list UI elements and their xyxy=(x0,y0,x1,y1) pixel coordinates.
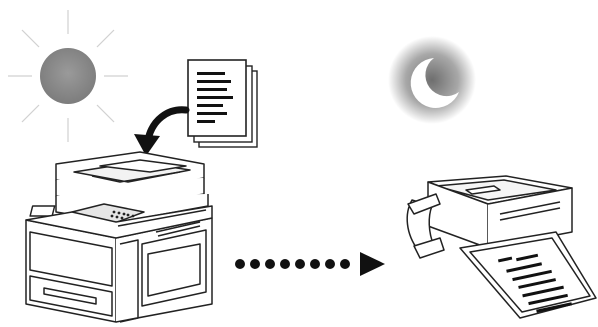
dotted-arrow-icon xyxy=(235,252,385,276)
moon-icon xyxy=(388,36,476,124)
fax-machine-icon xyxy=(407,176,596,318)
transmission-dot xyxy=(310,259,320,269)
transmission-dot xyxy=(280,259,290,269)
transmission-dot xyxy=(340,259,350,269)
arrow-head xyxy=(360,252,385,276)
sun-icon xyxy=(8,10,128,142)
transmission-dot xyxy=(325,259,335,269)
transmission-dot xyxy=(235,259,245,269)
transmission-dots xyxy=(235,259,350,269)
multifunction-printer-icon xyxy=(26,152,212,322)
transmission-dot xyxy=(250,259,260,269)
curved-arrow-icon xyxy=(134,110,186,156)
transmission-dot xyxy=(265,259,275,269)
transmission-dot xyxy=(295,259,305,269)
document-stack-icon xyxy=(188,60,257,147)
